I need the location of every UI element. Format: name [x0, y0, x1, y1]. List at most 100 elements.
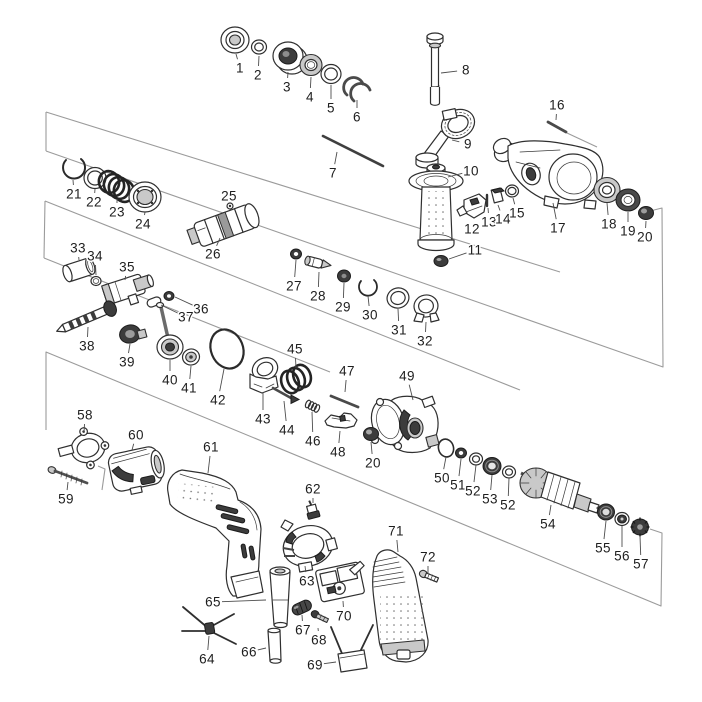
leader-lines	[66, 53, 647, 665]
pin16-guide	[566, 132, 598, 148]
section-box-mid-left-edge	[43, 200, 46, 259]
part-label-6: 6	[353, 110, 361, 125]
part-46-spring-small	[304, 399, 321, 413]
leader-line-41	[189, 365, 192, 380]
part-33-cylinder-sleeve	[62, 257, 96, 283]
leader-line-48	[338, 430, 341, 444]
leader-line-10	[447, 172, 463, 178]
part-label-48: 48	[330, 445, 346, 460]
leader-line-11	[448, 252, 467, 260]
part-label-52: 52	[465, 484, 481, 499]
part-label-12: 12	[464, 222, 480, 237]
leader-line-37	[160, 304, 179, 314]
part-67-cap	[291, 599, 312, 616]
part-label-42: 42	[210, 393, 226, 408]
part-15-o-ring	[504, 184, 520, 198]
part-56-ring	[614, 511, 630, 527]
part-18-bearing	[593, 176, 621, 204]
part-21-snap-ring	[62, 158, 87, 180]
part-label-53: 53	[482, 492, 498, 507]
part-43-tool-holder	[249, 357, 279, 394]
leader-line-65	[221, 599, 267, 603]
part-50-o-ring	[437, 438, 455, 458]
part-45-spring	[279, 363, 313, 395]
part-label-30: 30	[362, 308, 378, 323]
part-label-62: 62	[305, 482, 321, 497]
part-52-washer-a	[468, 452, 484, 466]
part-label-37: 37	[178, 310, 194, 325]
part-52-washer-b	[501, 465, 517, 479]
part-label-25: 25	[221, 189, 237, 204]
part-label-36: 36	[193, 302, 209, 317]
part-label-32: 32	[417, 334, 433, 349]
part-24-ball-bearing	[128, 181, 162, 213]
leader-line-35	[124, 275, 127, 281]
part-label-35: 35	[119, 260, 135, 275]
part-16-pin	[546, 120, 568, 134]
part-30-snap-ring	[358, 279, 378, 297]
part-label-16: 16	[549, 98, 565, 113]
part-label-63: 63	[299, 574, 315, 589]
part-32-lock-plate	[413, 294, 440, 323]
leader-line-50	[443, 456, 447, 470]
part-19-oil-seal	[615, 188, 641, 212]
part-7-rod	[321, 134, 385, 168]
part-label-49: 49	[399, 369, 415, 384]
part-14-carbon-brush	[490, 187, 505, 204]
leader-line-69	[323, 661, 337, 665]
part-label-17: 17	[550, 221, 566, 236]
part-label-43: 43	[255, 412, 271, 427]
leader-line-39	[128, 343, 131, 354]
part-2-snap-ring	[250, 39, 268, 55]
part-label-33: 33	[70, 241, 86, 256]
part-label-34: 34	[87, 249, 103, 264]
part-70-switch	[315, 560, 365, 603]
part-label-28: 28	[310, 289, 326, 304]
part-label-54: 54	[540, 517, 556, 532]
leader-line-24	[144, 211, 146, 216]
leader-line-64	[207, 635, 210, 651]
part-38-spline-shaft	[56, 300, 117, 333]
part-36-grommet	[163, 291, 175, 301]
leader-line-4	[309, 76, 312, 89]
part-label-13: 13	[481, 215, 497, 230]
part-28-valve-pin	[304, 255, 332, 269]
leader-line-46	[311, 411, 314, 433]
part-26-spindle	[186, 203, 260, 247]
part-41-washer	[181, 348, 201, 366]
part-3-seal-cup	[272, 41, 308, 75]
part-71-handle-grip	[372, 549, 429, 663]
part-label-39: 39	[119, 355, 135, 370]
leader-line-60	[131, 443, 135, 451]
part-31-ring	[386, 287, 410, 309]
part-label-22: 22	[86, 195, 102, 210]
leader-line-32	[425, 321, 427, 333]
leader-line-14	[497, 204, 501, 211]
part-57-pinion-gear	[630, 517, 650, 537]
part-label-31: 31	[391, 323, 407, 338]
section-box-mid-top-edge	[44, 200, 521, 391]
part-61-motor-housing	[167, 469, 264, 599]
part-label-66: 66	[241, 645, 257, 660]
leader-line-8	[440, 70, 458, 74]
part-label-57: 57	[633, 557, 649, 572]
part-69-hook	[330, 624, 374, 673]
leader-line-18	[606, 202, 609, 216]
part-label-38: 38	[79, 339, 95, 354]
part-label-56: 56	[614, 549, 630, 564]
leader-line-2	[258, 55, 260, 67]
part-53-bearing	[482, 457, 502, 475]
part-25-screw	[226, 202, 234, 210]
leader-line-61	[207, 455, 211, 474]
leader-line-63	[304, 565, 307, 573]
part-label-61: 61	[203, 440, 219, 455]
leader-line-28	[317, 271, 320, 288]
part-12-switch-block	[456, 193, 487, 219]
section-box-mid-bottom-edge	[43, 257, 331, 373]
part-66-grease-stick	[267, 627, 282, 664]
part-49-gear-housing	[370, 395, 440, 454]
part-label-67: 67	[295, 623, 311, 638]
part-label-52: 52	[500, 498, 516, 513]
leader-line-26	[216, 237, 221, 246]
